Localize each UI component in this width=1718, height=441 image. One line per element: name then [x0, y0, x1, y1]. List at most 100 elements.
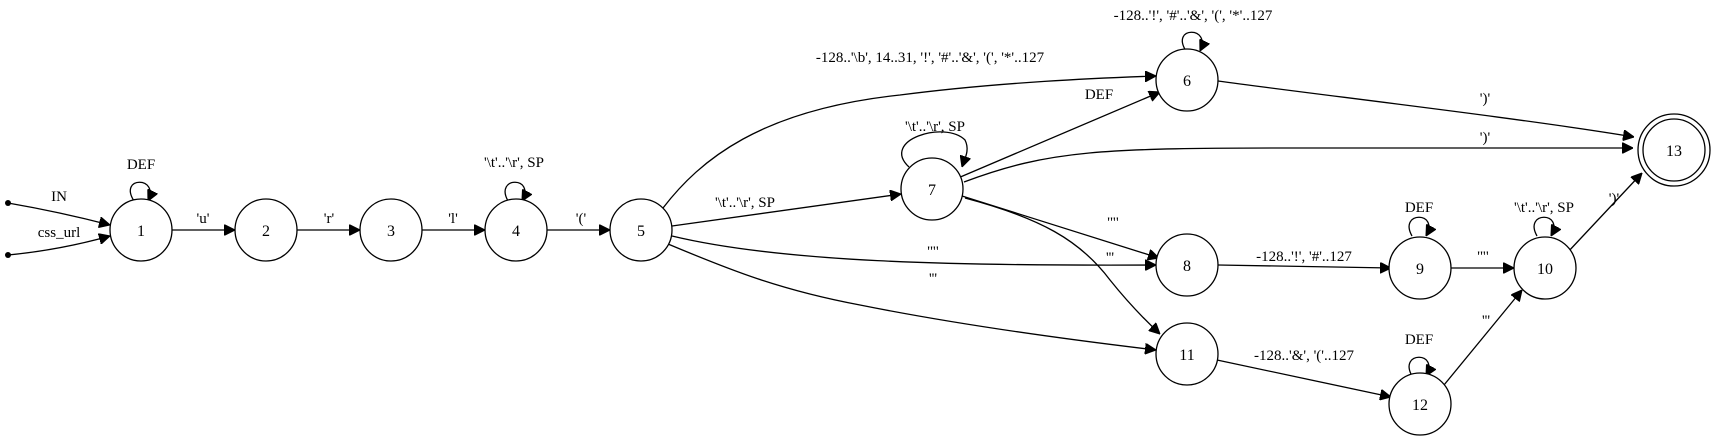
edge-line — [1216, 359, 1391, 397]
edge-4-5: '(' — [547, 211, 610, 230]
entry-edge — [7, 202, 110, 225]
transition-label: '"' — [927, 244, 939, 260]
edge-line — [1217, 80, 1634, 137]
transition-label: ')' — [1609, 191, 1620, 207]
transition-label: '(' — [576, 211, 587, 227]
state-circle — [359, 198, 423, 262]
edge-7-11: ''' — [964, 197, 1160, 334]
edge-3-4: 'l' — [422, 211, 485, 230]
edge-line — [1443, 290, 1522, 386]
state-circle — [1155, 48, 1219, 112]
edge-line — [957, 92, 1160, 179]
state-2: 2 — [234, 198, 298, 262]
state-circle — [1155, 322, 1219, 386]
loop-1-1: DEF — [127, 157, 155, 201]
transition-label: 'l' — [448, 211, 458, 227]
edge-1-2: 'u' — [172, 211, 235, 230]
state-label: 7 — [928, 182, 936, 199]
edge-6-13: ')' — [1217, 80, 1634, 137]
state-12: 12 — [1388, 372, 1452, 436]
loop-edge — [901, 131, 967, 167]
edge-5-8: '"' — [671, 235, 1156, 265]
edge-line — [964, 197, 1160, 334]
edge-9-10: '"' — [1451, 249, 1514, 268]
transition-label: '"' — [1107, 215, 1119, 231]
state-label: 5 — [637, 223, 645, 240]
state-8: 8 — [1155, 233, 1219, 297]
loop-12-12: DEF — [1405, 332, 1433, 376]
transition-label: ')' — [1480, 91, 1491, 107]
loop-6-6: -128..'!', '#'..'&', '(', '*'..127 — [1114, 8, 1273, 51]
transition-label: DEF — [1405, 332, 1433, 348]
state-circle — [1388, 372, 1452, 436]
entry-in: IN — [5, 189, 110, 225]
loop-9-9: DEF — [1405, 200, 1433, 236]
state-3: 3 — [359, 198, 423, 262]
loop-edge — [1181, 31, 1202, 51]
state-label: 12 — [1412, 397, 1428, 414]
state-circle — [1513, 236, 1577, 300]
loop-edge — [504, 181, 525, 201]
state-label: 10 — [1537, 261, 1553, 278]
loop-4-4: '\t'..'\r', SP — [484, 155, 544, 201]
loop-edge — [129, 181, 150, 201]
edge-12-10: ''' — [1443, 290, 1522, 386]
loop-edge — [1533, 216, 1554, 236]
transition-label: -128..'\b', 14..31, '!', '#'..'&', '(', … — [816, 50, 1045, 66]
state-10: 10 — [1513, 236, 1577, 300]
edge-5-7: '\t'..'\r', SP — [671, 194, 901, 227]
state-9: 9 — [1388, 236, 1452, 300]
transition-label: -128..'!', '#'..'&', '(', '*'..127 — [1114, 8, 1273, 24]
transition-label: 'u' — [197, 211, 210, 227]
edge-5-11: ''' — [667, 243, 1156, 350]
state-circle — [1155, 233, 1219, 297]
state-label: 4 — [512, 223, 520, 240]
transition-label: -128..'&', '('..127 — [1254, 348, 1354, 364]
edge-11-12: -128..'&', '('..127 — [1216, 348, 1391, 397]
state-label: 11 — [1179, 347, 1194, 364]
edge-7-13: ')' — [963, 130, 1633, 183]
state-label: 9 — [1416, 261, 1424, 278]
state-7: 7 — [900, 157, 964, 221]
state-6: 6 — [1155, 48, 1219, 112]
loop-10-10: '\t'..'\r', SP — [1514, 200, 1574, 236]
transition-label: ')' — [1480, 130, 1491, 146]
edge-5-6: -128..'\b', 14..31, '!', '#'..'&', '(', … — [662, 50, 1156, 209]
entry-css-url: css_url — [5, 225, 110, 258]
transition-label: DEF — [1085, 87, 1113, 103]
transition-label: ''' — [1106, 250, 1114, 266]
transition-label: '\t'..'\r', SP — [1514, 200, 1574, 216]
state-1: 1 — [109, 198, 173, 262]
state-circle — [234, 198, 298, 262]
state-13-accepting: 13 — [1637, 113, 1711, 187]
edge-10-13: ')' — [1566, 173, 1642, 254]
edge-line — [1217, 265, 1391, 268]
start-point — [5, 200, 11, 206]
state-circle — [609, 198, 673, 262]
edge-line — [671, 235, 1156, 265]
transition-label: '\t'..'\r', SP — [715, 195, 775, 211]
transition-label: ''' — [929, 271, 937, 287]
loop-7-7: '\t'..'\r', SP — [901, 119, 967, 167]
transition-label: -128..'!', '#'..127 — [1256, 249, 1352, 265]
transition-label: '\t'..'\r', SP — [484, 155, 544, 171]
state-label: 2 — [262, 223, 270, 240]
transition-label: '"' — [1477, 249, 1489, 265]
transition-label: '\t'..'\r', SP — [905, 119, 965, 135]
state-label: 1 — [137, 223, 145, 240]
state-circle — [484, 198, 548, 262]
state-circle — [1388, 236, 1452, 300]
state-circle — [109, 198, 173, 262]
transition-label: ''' — [1482, 313, 1490, 329]
state-4: 4 — [484, 198, 548, 262]
state-11: 11 — [1155, 322, 1219, 386]
state-label: 3 — [387, 223, 395, 240]
state-5: 5 — [609, 198, 673, 262]
edge-7-6: DEF — [957, 87, 1160, 179]
loop-edge — [1408, 356, 1429, 376]
edge-line — [667, 243, 1156, 350]
entry-edge — [7, 236, 110, 256]
state-circle — [900, 157, 964, 221]
loop-edge — [1408, 216, 1429, 236]
